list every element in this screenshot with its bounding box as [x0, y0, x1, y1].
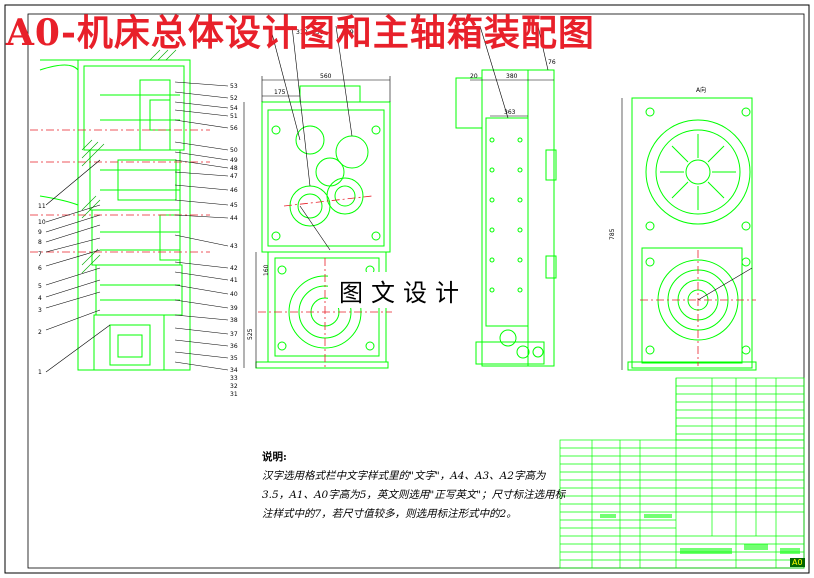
drawing-title: A0-机床总体设计图和主轴箱装配图: [6, 12, 595, 54]
spindle-box-section: [39, 59, 191, 371]
sheet-border: [4, 4, 810, 574]
front-view: [255, 85, 391, 369]
side-view: [455, 69, 557, 367]
leader-lines-right: [174, 81, 229, 371]
a-view-center-lines: [640, 250, 756, 366]
title-block-fills: [600, 514, 800, 554]
sheet-size-code: A0: [790, 558, 805, 567]
section-hatching: [81, 49, 177, 274]
section-center-lines: [30, 129, 210, 253]
a-view: [627, 97, 757, 371]
leader-lines-left: [45, 159, 111, 373]
title-block: [559, 377, 805, 569]
notes-line: 汉字选用格式栏中文字样式里的"文字"，A4、A3、A2字高为: [262, 470, 546, 482]
front-view-center-lines: [258, 195, 392, 368]
inner-border: [27, 13, 805, 569]
side-view-dims: [470, 25, 554, 119]
notes-line: 3.5，A1、A0字高为5，英文则选用"正写英文"；尺寸标注选用标: [262, 489, 566, 501]
notes-line: 注样式中的7，若尺寸值较多，则选用标注形式中的2。: [262, 508, 517, 520]
front-view-dims: [243, 25, 391, 368]
watermark: 图文设计: [328, 272, 478, 308]
notes-heading: 说明:: [262, 451, 287, 463]
technical-notes: 说明: 汉字选用格式栏中文字样式里的"文字"，A4、A3、A2字高为 3.5，A…: [262, 448, 566, 524]
a-view-dims: [621, 98, 753, 370]
